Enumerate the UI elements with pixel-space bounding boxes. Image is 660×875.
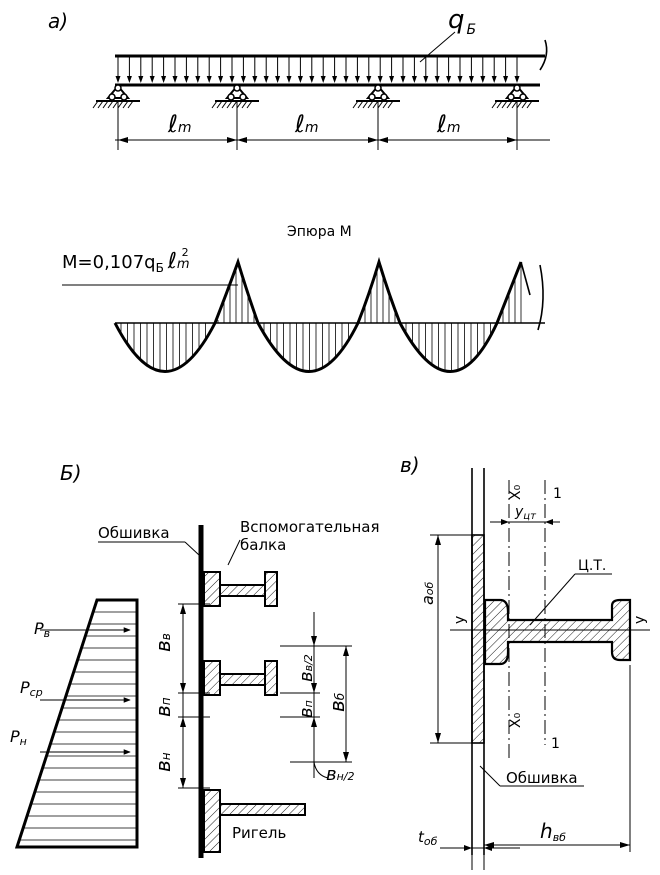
b-p-label: вп: [151, 697, 175, 717]
one-bot: 1: [551, 736, 560, 752]
y-right-label: у: [632, 616, 648, 624]
crossbar-web: [219, 803, 306, 816]
moment-title: Эпюра М: [287, 224, 352, 240]
b-dimensions-right: [280, 612, 352, 779]
b-b-label: вб: [325, 692, 349, 712]
supports: [92, 84, 539, 109]
ct-label: Ц.Т.: [578, 558, 606, 574]
stiffener-section: [483, 598, 632, 666]
sheathing-label: Обшивка: [98, 524, 170, 542]
crossbar-flange: [203, 789, 221, 853]
panel-a-label: а): [48, 9, 68, 33]
span-dimensions: [115, 102, 550, 150]
aux-beam-label-2: балка: [240, 536, 286, 554]
one-top: 1: [553, 486, 562, 502]
b-dimensions-left: [178, 603, 210, 789]
panel-b-label: Б): [60, 461, 82, 485]
panel-v-label: в): [400, 453, 420, 477]
moment-hatching: [120, 263, 522, 371]
a-ob-label: аоб: [418, 581, 437, 605]
p-top-label: Pв: [34, 619, 50, 640]
load-arrows: [115, 57, 520, 83]
y-left-label: у: [452, 616, 468, 624]
h-vb-label: hвб: [540, 819, 566, 844]
panel-b: Б) Pв Pср Pн Обшивка Вспомогательная бал…: [10, 461, 380, 858]
moment-break: [537, 264, 544, 331]
span-label-2: ℓm: [294, 110, 319, 138]
panel-v: в) Х₀ Х₀ 1 1 уцт Ц.Т. у у аоб Обшивка: [400, 453, 650, 870]
pressure-diagram: [14, 598, 139, 849]
b-v-label: вв: [151, 633, 175, 652]
p-bot-label: Pн: [10, 727, 27, 748]
t-ob-label: tоб: [418, 828, 438, 848]
aux-beam-label-1: Вспомогательная: [240, 518, 380, 536]
sheathing-hatched: [471, 534, 485, 744]
pressure-lines: [19, 611, 137, 841]
load-break: [539, 39, 548, 71]
b-n-label: вн: [151, 752, 175, 772]
aux-beams: [203, 571, 278, 696]
sheathing-v-label: Обшивка: [506, 769, 578, 787]
b-p2-label: вп: [296, 700, 317, 718]
b-n2-label: вн/2: [326, 764, 355, 785]
load-leader: [419, 31, 456, 63]
span-label-3: ℓm: [436, 110, 461, 138]
y-ct-label: уцт: [514, 504, 537, 522]
crossbar-label: Ригель: [232, 824, 286, 842]
x0-top: Х₀: [508, 484, 524, 500]
x0-bot: Х₀: [508, 712, 524, 728]
p-mid-label: Pср: [20, 678, 43, 699]
b-v2-label: вв/2: [296, 654, 317, 682]
span-label-1: ℓm: [167, 110, 192, 138]
moment-curve: [113, 256, 523, 373]
